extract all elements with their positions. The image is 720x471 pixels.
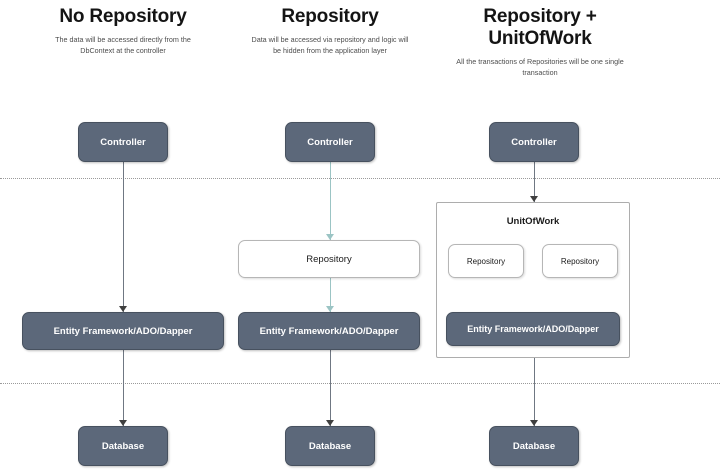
node-label: Database xyxy=(308,440,352,452)
node-label: Controller xyxy=(307,136,353,148)
node-label: Database xyxy=(512,440,556,452)
column-header-repository: Repository Data will be accessed via rep… xyxy=(248,6,412,56)
connector-controller-to-repository-col2 xyxy=(330,162,331,242)
layer-divider-data xyxy=(0,383,720,384)
column-header-no-repository: No Repository The data will be accessed … xyxy=(38,6,208,56)
node-repository-col2[interactable]: Repository xyxy=(238,240,420,278)
node-label: Entity Framework/ADO/Dapper xyxy=(53,325,193,337)
connector-repository-to-ef-col2 xyxy=(330,278,331,314)
arrowhead-ef-to-database-col2 xyxy=(326,420,334,426)
node-controller-col3[interactable]: Controller xyxy=(489,122,579,162)
node-label: Repository xyxy=(466,256,506,266)
node-repository-col3-a[interactable]: Repository xyxy=(448,244,524,278)
node-entity-framework-col2[interactable]: Entity Framework/ADO/Dapper xyxy=(238,312,420,350)
column-title: No Repository xyxy=(59,6,187,27)
node-database-col2[interactable]: Database xyxy=(285,426,375,466)
connector-controller-to-unitofwork-col3 xyxy=(534,162,535,202)
column-title: Repository xyxy=(281,6,379,27)
node-database-col1[interactable]: Database xyxy=(78,426,168,466)
node-label: Controller xyxy=(100,136,146,148)
arrowhead-repository-to-ef-col2 xyxy=(326,306,334,312)
connector-ef-to-database-col2 xyxy=(330,350,331,426)
column-title: Repository + UnitOfWork xyxy=(483,6,597,49)
node-label: Repository xyxy=(306,253,352,265)
layer-divider-presentation xyxy=(0,178,720,179)
node-controller-col1[interactable]: Controller xyxy=(78,122,168,162)
arrowhead-controller-to-unitofwork-col3 xyxy=(530,196,538,202)
connector-ef-to-database-col1 xyxy=(123,350,124,426)
arrowhead-ef-to-database-col1 xyxy=(119,420,127,426)
node-entity-framework-col1[interactable]: Entity Framework/ADO/Dapper xyxy=(22,312,224,350)
node-database-col3[interactable]: Database xyxy=(489,426,579,466)
node-controller-col2[interactable]: Controller xyxy=(285,122,375,162)
node-label: Entity Framework/ADO/Dapper xyxy=(467,324,599,334)
node-label: Repository xyxy=(560,256,600,266)
arrowhead-unitofwork-to-database-col3 xyxy=(530,420,538,426)
arrowhead-controller-to-ef-col1 xyxy=(119,306,127,312)
connector-controller-to-ef-col1 xyxy=(123,162,124,312)
node-label: Entity Framework/ADO/Dapper xyxy=(259,325,399,337)
node-entity-framework-col3[interactable]: Entity Framework/ADO/Dapper xyxy=(446,312,620,346)
connector-unitofwork-to-database-col3 xyxy=(534,358,535,426)
node-label: Database xyxy=(101,440,145,452)
column-subtitle: The data will be accessed directly from … xyxy=(55,35,191,55)
column-header-repository-unitofwork: Repository + UnitOfWork All the transact… xyxy=(452,6,628,78)
column-subtitle: All the transactions of Repositories wil… xyxy=(456,57,624,77)
arrowhead-controller-to-repository-col2 xyxy=(326,234,334,240)
node-repository-col3-b[interactable]: Repository xyxy=(542,244,618,278)
container-unitofwork-title: UnitOfWork xyxy=(506,216,560,227)
node-label: Controller xyxy=(511,136,557,148)
column-subtitle: Data will be accessed via repository and… xyxy=(251,35,409,55)
